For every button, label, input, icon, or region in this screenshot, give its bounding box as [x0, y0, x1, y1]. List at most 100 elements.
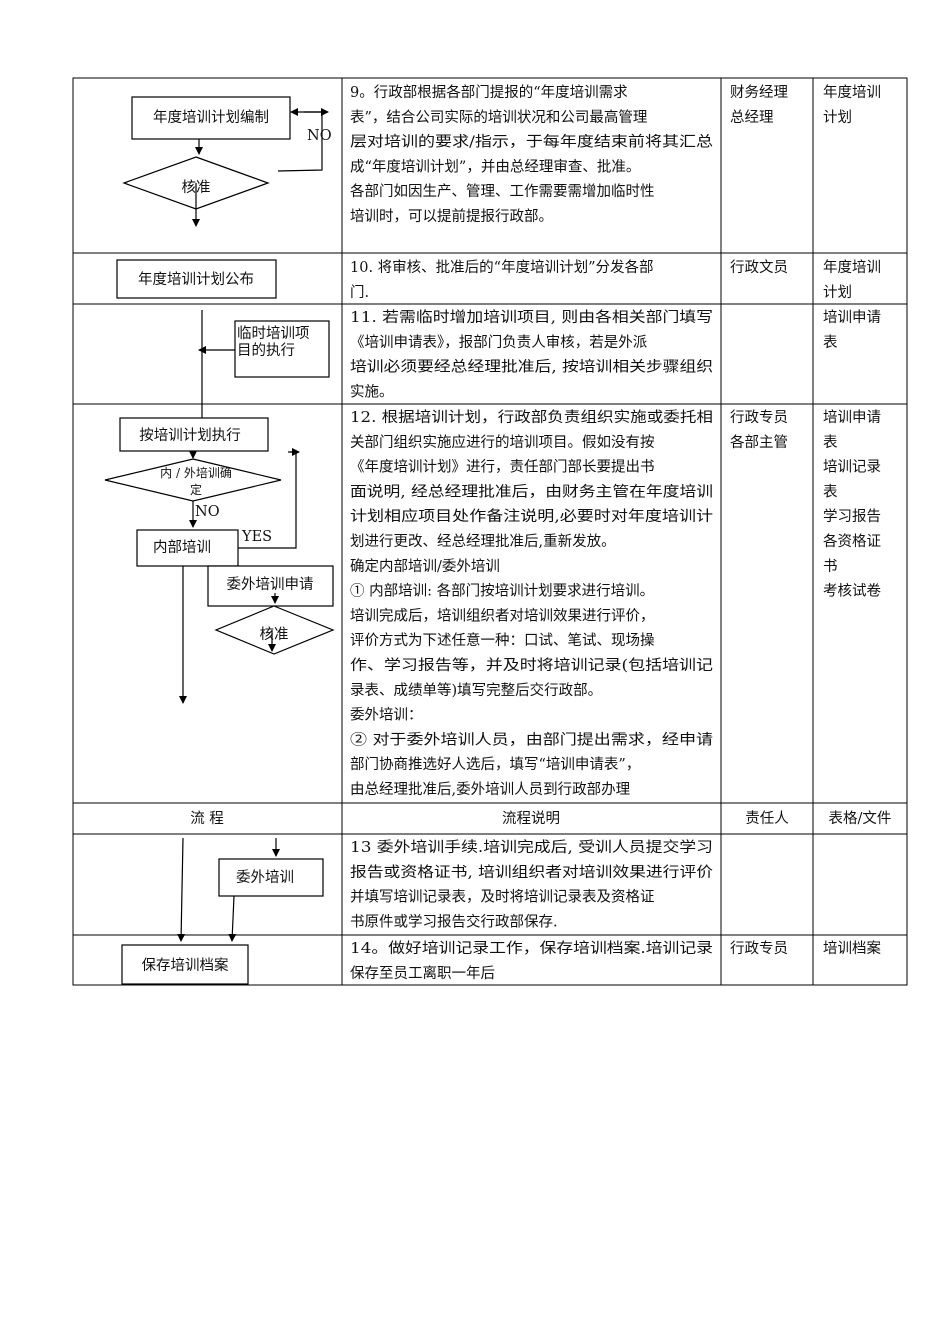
cell-line: 确定内部培训/委外培训: [350, 558, 500, 575]
cell-line: 表: [823, 334, 838, 351]
cell-line: ② 对于委外培训人员，由部门提出需求，经申请: [350, 731, 713, 748]
row-10-forms: 年度培训计划: [823, 259, 881, 301]
cell-line: 行政专员: [730, 409, 788, 426]
cell-line: 14。做好培训记录工作，保存培训档案.培训记录: [350, 939, 713, 957]
row-13-description: 13 委外培训手续.培训完成后, 受训人员提交学习报告或资格证书, 培训组织者对…: [350, 838, 714, 930]
archive-label: 保存培训档案: [142, 956, 229, 974]
cell-line: 部门协商推选好人选后，填写“培训申请表”，: [350, 756, 640, 773]
row-9-forms: 年度培训计划: [823, 84, 881, 126]
cell-line: 计划相应项目处作备注说明,必要时对年度培训计: [350, 507, 713, 525]
cell-line: 作、学习报告等，并及时将培训记录(包括培训记: [350, 656, 713, 674]
row-14-description: 14。做好培训记录工作，保存培训档案.培训记录保存至员工离职一年后: [350, 939, 713, 982]
internal-box: [136, 529, 239, 567]
cell-line: 并填写培训记录表，及时将培训记录表及资格证: [350, 889, 655, 906]
temp-training-box: [234, 320, 330, 378]
row-12-description: 12. 根据培训计划，行政部负责组织实施或委托相关部门组织实施应进行的培训项目。…: [350, 409, 713, 798]
cell-line: 培训记录: [823, 459, 881, 476]
cell-line: 培训时，可以提前提报行政部。: [350, 208, 553, 225]
annual-plan-box: [131, 96, 291, 140]
cell-line: 门.: [350, 284, 369, 301]
cell-line: 委外培训：: [350, 707, 423, 724]
row-10: 10. 将审核、批准后的“年度培训计划”分发各部门. 行政文员 年度培训计划: [350, 259, 881, 301]
temp-label-2: 目的执行: [237, 342, 295, 359]
cell-line: 培训必须要经总经理批准后, 按培训相关步骤组织: [350, 359, 713, 376]
approve-diamond-2: [214, 605, 335, 655]
header-forms: 表格/文件: [829, 810, 892, 827]
publish-label: 年度培训计划公布: [138, 271, 254, 288]
row-11: 11. 若需临时增加培训项目, 则由各相关部门填写《培训申请表》，报部门负责人审…: [350, 309, 881, 400]
cell-line: 录表、成绩单等)填写完整后交行政部。: [350, 681, 602, 699]
cell-line: 层对培训的要求/指示，于每年度结束前将其汇总: [350, 134, 713, 151]
cell-line: 各部门如因生产、管理、工作需要需增加临时性: [350, 183, 655, 200]
temp-label-1: 临时培训项: [237, 325, 310, 342]
header-flow: 流 程: [190, 810, 224, 827]
yes-label: YES: [241, 529, 272, 545]
cell-line: 行政专员: [730, 940, 788, 957]
external-apply-box: [207, 565, 334, 607]
cell-line: 培训申请: [823, 409, 881, 426]
cell-line: 关部门组织实施应进行的培训项目。假如没有按: [350, 433, 655, 451]
table-grid: [72, 77, 908, 986]
cell-line: 培训申请: [823, 309, 881, 326]
decide-label-1: 内 / 外培训确: [160, 465, 232, 480]
execute-label: 按培训计划执行: [139, 427, 241, 444]
table-header-row: 流 程 流程说明 责任人 表格/文件: [190, 810, 891, 827]
cell-line: 面说明, 经总经理批准后，由财务主管在年度培训: [350, 483, 713, 500]
external-label: 委外培训: [236, 869, 294, 886]
cell-line: 报告或资格证书, 培训组织者对培训效果进行评价: [350, 864, 714, 881]
cell-line: 《培训申请表》，报部门负责人审核，若是外派: [350, 334, 648, 351]
row-11-forms: 培训申请表: [823, 309, 881, 351]
row-9-description: 9。行政部根据各部门提报的“年度培训需求表”，结合公司实际的培训状况和公司最高管…: [350, 84, 713, 225]
header-desc: 流程说明: [502, 810, 560, 827]
row-13: 13 委外培训手续.培训完成后, 受训人员提交学习报告或资格证书, 培训组织者对…: [350, 838, 714, 930]
cell-line: 书: [823, 558, 838, 575]
cell-line: 各部主管: [730, 434, 788, 451]
cell-line: 计划: [823, 284, 852, 301]
cell-line: 《年度培训计划》进行，责任部门部长要提出书: [350, 459, 655, 476]
cell-line: 年度培训: [823, 259, 881, 276]
row-9: 9。行政部根据各部门提报的“年度培训需求表”，结合公司实际的培训状况和公司最高管…: [350, 84, 881, 225]
cell-line: 计划: [823, 109, 852, 126]
cell-line: ① 内部培训: 各部门按培训计划要求进行培训。: [350, 583, 654, 600]
row-14-owner: 行政专员: [730, 940, 788, 957]
row-12-owner: 行政专员各部主管: [730, 409, 788, 451]
row-12-forms: 培训申请表培训记录表学习报告各资格证书考核试卷: [823, 409, 881, 600]
cell-line: 10. 将审核、批准后的“年度培训计划”分发各部: [350, 259, 654, 276]
row-14: 14。做好培训记录工作，保存培训档案.培训记录保存至员工离职一年后 行政专员 培…: [350, 939, 881, 982]
flowchart: [104, 96, 335, 985]
publish-box: [116, 259, 277, 299]
no-label-2: NO: [195, 504, 220, 520]
cell-line: 书原件或学习报告交行政部保存.: [350, 912, 558, 930]
cell-line: 行政文员: [730, 259, 788, 276]
cell-line: 13 委外培训手续.培训完成后, 受训人员提交学习: [350, 838, 713, 856]
cell-line: 考核试卷: [823, 583, 881, 600]
external-apply-label: 委外培训申请: [227, 576, 314, 593]
approve-2-label: 核准: [260, 626, 289, 643]
row-12: 12. 根据培训计划，行政部负责组织实施或委托相关部门组织实施应进行的培训项目。…: [350, 409, 881, 798]
cell-line: 年度培训: [823, 84, 881, 101]
annual-plan-label: 年度培训计划编制: [153, 109, 269, 126]
execute-box: [119, 417, 269, 452]
header-owner: 责任人: [745, 810, 789, 827]
cell-line: 学习报告: [823, 508, 881, 525]
cell-line: 11. 若需临时增加培训项目, 则由各相关部门填写: [350, 309, 713, 326]
cell-line: 12. 根据培训计划，行政部负责组织实施或委托相: [350, 409, 713, 426]
row-14-forms: 培训档案: [823, 939, 881, 957]
decide-label-2: 定: [190, 482, 202, 497]
archive-box: [121, 944, 249, 985]
row-9-owner: 财务经理总经理: [730, 84, 788, 126]
row-11-description: 11. 若需临时增加培训项目, 则由各相关部门填写《培训申请表》，报部门负责人审…: [350, 309, 713, 400]
approve-1-label: 核准: [182, 179, 211, 196]
cell-line: 培训完成后，培训组织者对培训效果进行评价，: [350, 607, 655, 624]
line-internal-continue: [177, 837, 186, 942]
cell-line: 实施。: [350, 383, 394, 400]
flowchart-labels: 年度培训计划编制 NO 核准 年度培训计划公布 临时培训项 目的执行 按培训计划…: [138, 109, 332, 974]
arrow-external-down: [228, 895, 237, 942]
internal-label: 内部培训: [153, 539, 211, 556]
cell-line: 9。行政部根据各部门提报的“年度培训需求: [350, 84, 628, 101]
external-box: [218, 858, 324, 897]
cell-line: 各资格证: [823, 533, 881, 550]
cell-line: 划进行更改、经总经理批准后,重新发放。: [350, 533, 616, 550]
row-10-owner: 行政文员: [730, 259, 788, 276]
